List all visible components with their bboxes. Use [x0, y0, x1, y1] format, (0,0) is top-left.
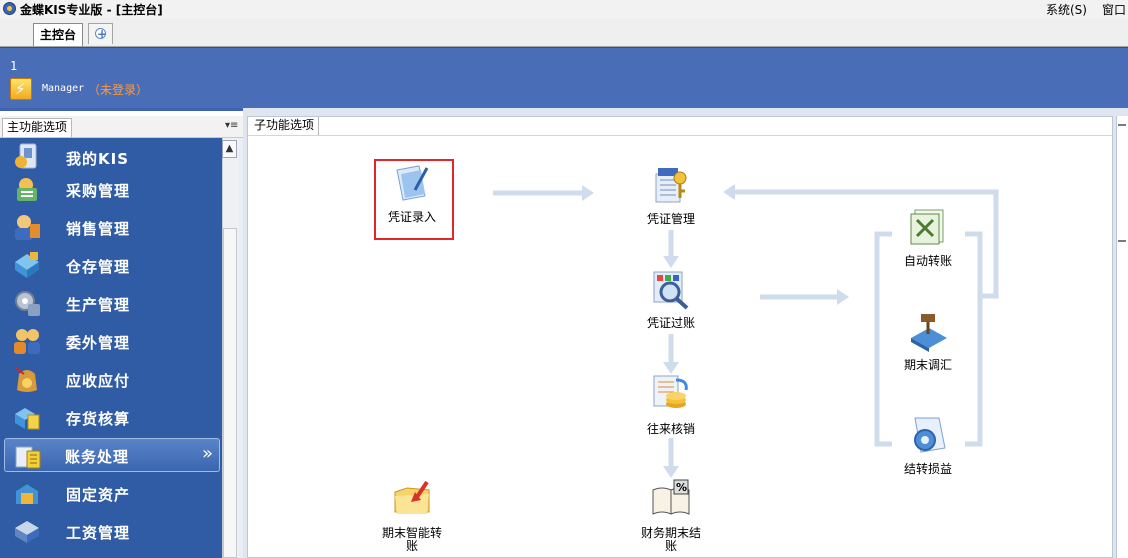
plus-icon: +: [97, 27, 108, 41]
account-number: 1: [10, 59, 18, 73]
right-side-strip: [1116, 116, 1128, 558]
nav-item-sales[interactable]: 销售管理: [0, 208, 222, 246]
receivable-payable-icon: [15, 367, 37, 392]
selection-highlight: [374, 159, 454, 240]
menu-system[interactable]: 系统(S): [1046, 3, 1087, 17]
smart-transfer-icon: [394, 480, 430, 514]
flow-arrows: [493, 184, 999, 478]
nav-label: 固定资产: [66, 486, 131, 504]
node-label: 财务期末结账: [640, 526, 701, 553]
nav-label: 应收应付: [66, 372, 131, 390]
node-voucher-management[interactable]: 凭证管理: [626, 164, 716, 226]
voucher-posting-icon: [653, 271, 689, 310]
period-adjustment-icon: [911, 314, 947, 352]
nav-item-warehouse[interactable]: 仓存管理: [0, 246, 222, 284]
nav-label: 采购管理: [66, 182, 131, 200]
node-label: 期末智能转账: [381, 526, 442, 553]
chevron-right-icon: »: [201, 443, 213, 464]
nav-item-my-kis[interactable]: 我的KIS: [0, 138, 222, 176]
side-strip-marker: [1118, 240, 1126, 250]
nav-label: 生产管理: [66, 296, 131, 314]
auto-transfer-icon: [910, 209, 944, 245]
scroll-thumb[interactable]: [223, 228, 237, 558]
node-reconciliation[interactable]: 往来核销: [626, 374, 716, 436]
profit-loss-transfer-icon: [914, 417, 946, 453]
add-tab-button[interactable]: +: [88, 23, 113, 44]
node-label: 自动转账: [903, 254, 952, 268]
side-strip-marker: [1118, 124, 1126, 134]
nav-item-receivable-payable[interactable]: 应收应付: [0, 360, 222, 398]
main-function-title: 主功能选项: [2, 118, 73, 137]
nav-label: 仓存管理: [66, 258, 131, 276]
fixed-assets-icon: [15, 481, 39, 504]
nav-label: 委外管理: [66, 334, 131, 352]
main-function-list: 我的KIS 采购管理 销售管理 仓存管理 生产管理 委外管理 应收应付 存货核算…: [0, 138, 222, 558]
nav-item-production[interactable]: 生产管理: [0, 284, 222, 322]
account-header: [0, 47, 1128, 111]
nav-label: 存货核算: [66, 410, 131, 428]
user-avatar-icon: ⚡: [10, 78, 32, 100]
nav-item-payroll[interactable]: 工资管理: [0, 512, 222, 550]
user-name: Manager: [42, 83, 85, 94]
warehouse-icon: [15, 252, 39, 278]
menu-window[interactable]: 窗口: [1102, 3, 1127, 17]
nav-item-outsourcing[interactable]: 委外管理: [0, 322, 222, 360]
outsourcing-icon: [14, 329, 40, 354]
sales-icon: [15, 215, 40, 240]
title-bar: [0, 0, 1128, 18]
node-period-closing[interactable]: % 财务期末结账: [626, 478, 716, 553]
app-logo-icon: [3, 2, 16, 15]
my-kis-icon: [15, 143, 37, 169]
nav-label: 账务处理: [65, 448, 130, 466]
production-icon: [15, 291, 40, 316]
node-label: 凭证录入: [387, 210, 436, 224]
node-label: 凭证过账: [646, 316, 695, 330]
node-voucher-posting[interactable]: 凭证过账: [626, 268, 716, 330]
nav-label: 工资管理: [66, 524, 131, 542]
inventory-accounting-icon: [15, 408, 40, 430]
period-closing-icon: %: [652, 479, 690, 515]
sub-function-title: 子功能选项: [250, 117, 320, 135]
scroll-up-icon[interactable]: ▲: [222, 140, 237, 158]
node-auto-transfer[interactable]: 自动转账: [883, 206, 973, 268]
lightning-icon: ⚡: [15, 80, 26, 98]
nav-item-accounting[interactable]: 账务处理 »: [4, 438, 220, 472]
nav-item-purchase[interactable]: 采购管理: [0, 170, 222, 208]
tab-main-console[interactable]: 主控台: [33, 23, 83, 46]
sub-function-header: [248, 117, 1112, 136]
node-pl-transfer[interactable]: 结转损益: [883, 414, 973, 476]
payroll-icon: [15, 521, 39, 543]
panel-menu-icon[interactable]: ▾≡: [225, 120, 239, 131]
accounting-icon: [15, 446, 41, 469]
node-smart-transfer[interactable]: 期末智能转账: [367, 478, 457, 553]
node-label: 期末调汇: [903, 358, 952, 372]
voucher-management-icon: [655, 168, 687, 203]
node-voucher-entry[interactable]: 凭证录入: [367, 162, 457, 224]
nav-item-fixed-assets[interactable]: 固定资产: [0, 474, 222, 512]
svg-text:%: %: [676, 481, 687, 494]
window-title: 金蝶KIS专业版 - [主控台]: [20, 3, 163, 17]
nav-label: 我的KIS: [66, 150, 130, 168]
login-status[interactable]: （未登录）: [88, 83, 149, 97]
purchase-icon: [17, 178, 37, 201]
nav-item-inventory-accounting[interactable]: 存货核算: [0, 398, 222, 436]
tab-strip: [0, 18, 1128, 47]
reconciliation-icon: [653, 375, 688, 408]
nav-label: 销售管理: [66, 220, 131, 238]
node-period-adjustment[interactable]: 期末调汇: [883, 310, 973, 372]
node-label: 结转损益: [903, 462, 952, 476]
voucher-entry-icon: [396, 165, 429, 201]
node-label: 凭证管理: [646, 212, 695, 226]
node-label: 往来核销: [646, 422, 695, 436]
